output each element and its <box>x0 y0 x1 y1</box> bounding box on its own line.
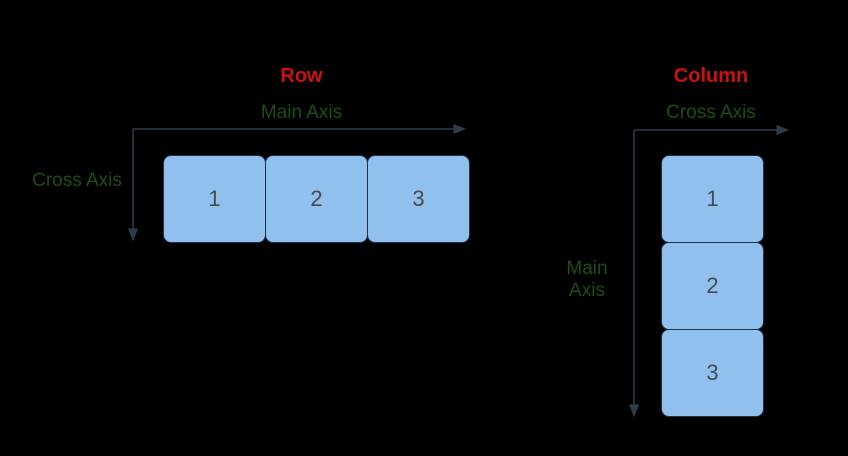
row-main-axis-label: Main Axis <box>260 102 343 123</box>
column-item-3[interactable]: 3 <box>661 329 764 417</box>
row-title: Row <box>280 65 323 87</box>
row-item-1[interactable]: 1 <box>163 155 266 243</box>
column-title: Column <box>673 65 749 87</box>
column-item-1[interactable]: 1 <box>661 155 764 243</box>
column-cross-axis-label: Cross Axis <box>666 102 756 123</box>
row-item-2[interactable]: 2 <box>265 155 368 243</box>
row-item-3[interactable]: 3 <box>367 155 470 243</box>
column-main-axis-label: Main Axis <box>566 258 608 301</box>
column-item-2[interactable]: 2 <box>661 242 764 330</box>
row-cross-axis-label: Cross Axis <box>32 170 122 191</box>
